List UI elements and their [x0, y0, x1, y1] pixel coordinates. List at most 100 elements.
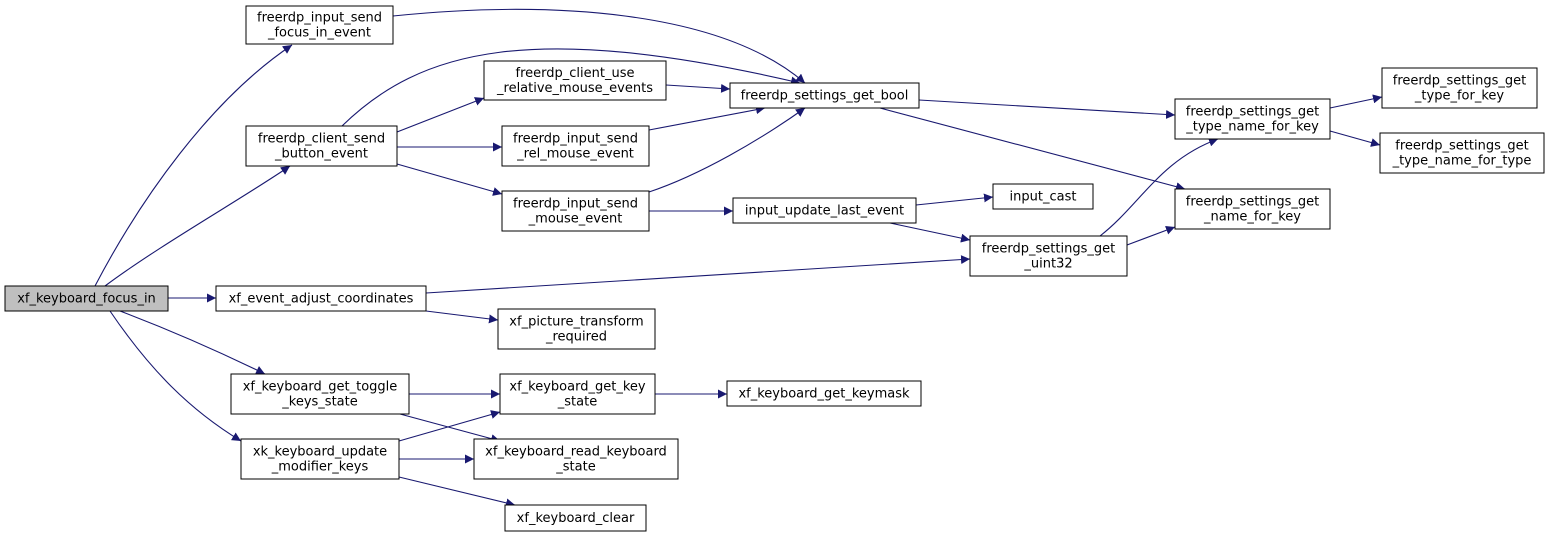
edge-xf_event_adjust_coordinates-to-freerdp_settings_get_uint32 [425, 255, 971, 294]
edge-freerdp_settings_get_type_name_for_key-to-freerdp_settings_get_type_name_for_type [1329, 130, 1381, 147]
edge-freerdp_input_send_rel_mouse_event-to-freerdp_settings_get_bool [648, 105, 766, 131]
node-label: _relative_mouse_events [496, 81, 653, 96]
edge-input_update_last_event-to-input_cast [915, 193, 994, 206]
node-box [499, 373, 656, 415]
node-label: freerdp_input_send [513, 132, 638, 147]
node-box [1174, 98, 1331, 140]
node-label: freerdp_settings_get_bool [741, 89, 909, 104]
node-box [729, 82, 920, 109]
node-freerdp_settings_get_type_for_key[interactable]: freerdp_settings_get_type_for_key [1381, 67, 1538, 109]
node-xf_keyboard_get_keymask[interactable]: xf_keyboard_get_keymask [726, 380, 922, 407]
node-freerdp_settings_get_bool[interactable]: freerdp_settings_get_bool [729, 82, 920, 109]
node-label: _keys_state [281, 395, 357, 410]
node-xf_event_adjust_coordinates[interactable]: xf_event_adjust_coordinates [215, 285, 427, 312]
node-box [245, 125, 398, 167]
node-label: _type_name_for_key [1185, 120, 1319, 135]
node-label: _rel_mouse_event [516, 147, 634, 162]
node-box [504, 504, 647, 532]
node-label: _state [555, 460, 595, 475]
node-xf_keyboard_get_toggle_keys_state[interactable]: xf_keyboard_get_toggle_keys_state [230, 373, 410, 415]
node-freerdp_settings_get_uint32[interactable]: freerdp_settings_get_uint32 [969, 235, 1128, 277]
node-xf_picture_transform_required[interactable]: xf_picture_transform_required [497, 308, 656, 350]
node-box [240, 438, 400, 480]
node-box [732, 197, 917, 224]
node-input_cast[interactable]: input_cast [992, 183, 1094, 210]
node-label: xf_keyboard_get_toggle [243, 380, 398, 395]
node-label: xf_keyboard_clear [517, 511, 635, 526]
node-label: xf_keyboard_focus_in [17, 292, 156, 307]
edge-xf_keyboard_focus_in-to-xk_keyboard_update_modifier_keys [109, 310, 242, 442]
node-xk_keyboard_update_modifier_keys[interactable]: xk_keyboard_update_modifier_keys [240, 438, 400, 480]
edge-freerdp_client_send_button_event-to-freerdp_client_use_relative_mouse_events [396, 97, 485, 133]
node-box [992, 183, 1094, 210]
node-label: _focus_in_event [267, 26, 371, 41]
node-label: _type_name_for_type [1392, 154, 1532, 169]
node-freerdp_input_send_rel_mouse_event[interactable]: freerdp_input_send_rel_mouse_event [501, 125, 650, 167]
node-label: freerdp_input_send [257, 11, 382, 26]
edge-freerdp_client_send_button_event-to-freerdp_input_send_mouse_event [396, 163, 503, 196]
node-label: xf_keyboard_read_keyboard [485, 445, 667, 460]
edge-xk_keyboard_update_modifier_keys-to-xf_keyboard_get_key_state [398, 410, 501, 442]
node-label: xf_keyboard_get_key [509, 380, 645, 395]
node-freerdp_input_send_mouse_event[interactable]: freerdp_input_send_mouse_event [501, 190, 650, 232]
node-label: freerdp_settings_get [982, 242, 1115, 257]
node-box [483, 60, 667, 101]
node-freerdp_settings_get_type_name_for_type[interactable]: freerdp_settings_get_type_name_for_type [1379, 132, 1545, 174]
node-xf_keyboard_clear[interactable]: xf_keyboard_clear [504, 504, 647, 532]
edge-xk_keyboard_update_modifier_keys-to-xf_keyboard_clear [398, 476, 516, 508]
node-label: xk_keyboard_update [253, 445, 387, 460]
edge-xf_keyboard_focus_in-to-xf_keyboard_get_toggle_keys_state [119, 310, 266, 375]
edge-freerdp_client_send_button_event-to-freerdp_settings_get_bool [341, 48, 801, 127]
node-label: _required [545, 330, 607, 345]
node-xf_keyboard_focus_in[interactable]: xf_keyboard_focus_in [4, 285, 169, 312]
node-box [230, 373, 410, 415]
node-xf_keyboard_get_key_state[interactable]: xf_keyboard_get_key_state [499, 373, 656, 415]
node-box [501, 125, 650, 167]
edge-xf_keyboard_focus_in-to-freerdp_client_send_button_event [104, 165, 291, 287]
node-freerdp_input_send_focus_in_event[interactable]: freerdp_input_send_focus_in_event [245, 5, 394, 45]
node-label: _modifier_keys [271, 460, 369, 475]
edge-freerdp_client_use_relative_mouse_events-to-freerdp_settings_get_bool [665, 83, 731, 93]
node-freerdp_client_use_relative_mouse_events[interactable]: freerdp_client_use_relative_mouse_events [483, 60, 667, 101]
edge-freerdp_settings_get_type_name_for_key-to-freerdp_settings_get_type_for_key [1329, 94, 1383, 109]
node-freerdp_settings_get_type_name_for_key[interactable]: freerdp_settings_get_type_name_for_key [1174, 98, 1331, 140]
node-label: freerdp_settings_get [1393, 74, 1526, 89]
edge-freerdp_settings_get_uint32-to-freerdp_settings_get_name_for_key [1126, 225, 1176, 246]
node-box [1174, 188, 1331, 230]
node-label: freerdp_settings_get [1186, 195, 1319, 210]
node-label: _button_event [274, 147, 368, 162]
node-label: xf_picture_transform [509, 315, 643, 330]
edge-freerdp_input_send_focus_in_event-to-freerdp_settings_get_bool [392, 8, 806, 84]
node-label: input_update_last_event [745, 204, 904, 219]
node-box [4, 285, 169, 312]
node-box [726, 380, 922, 407]
node-box [245, 5, 394, 45]
node-label: freerdp_client_send [258, 132, 385, 147]
node-label: _uint32 [1023, 257, 1072, 272]
edges-layer [94, 8, 1383, 508]
node-label: _state [557, 395, 597, 410]
edge-xf_keyboard_focus_in-to-freerdp_input_send_focus_in_event [94, 44, 293, 287]
node-freerdp_client_send_button_event[interactable]: freerdp_client_send_button_event [245, 125, 398, 167]
node-label: freerdp_settings_get [1395, 139, 1528, 154]
edge-xf_event_adjust_coordinates-to-xf_picture_transform_required [425, 310, 499, 324]
edge-freerdp_settings_get_uint32-to-freerdp_settings_get_type_name_for_key [1099, 137, 1219, 237]
node-input_update_last_event[interactable]: input_update_last_event [732, 197, 917, 224]
nodes-layer: xf_keyboard_focus_infreerdp_input_send_f… [4, 5, 1545, 532]
edge-freerdp_input_send_mouse_event-to-freerdp_settings_get_bool [648, 107, 806, 193]
node-label: xf_keyboard_get_keymask [738, 387, 910, 402]
node-freerdp_settings_get_name_for_key[interactable]: freerdp_settings_get_name_for_key [1174, 188, 1331, 230]
node-box [1379, 132, 1545, 174]
edge-input_update_last_event-to-freerdp_settings_get_uint32 [889, 222, 971, 243]
edge-freerdp_settings_get_bool-to-freerdp_settings_get_type_name_for_key [918, 99, 1176, 119]
node-label: freerdp_client_use [516, 66, 635, 81]
node-label: freerdp_input_send [513, 197, 638, 212]
node-label: freerdp_settings_get [1186, 105, 1319, 120]
edge-freerdp_settings_get_bool-to-freerdp_settings_get_name_for_key [879, 107, 1186, 192]
node-box [501, 190, 650, 232]
node-label: _type_for_key [1414, 89, 1504, 104]
node-label: _name_for_key [1203, 210, 1301, 225]
node-xf_keyboard_read_keyboard_state[interactable]: xf_keyboard_read_keyboard_state [473, 438, 679, 480]
node-box [969, 235, 1128, 277]
